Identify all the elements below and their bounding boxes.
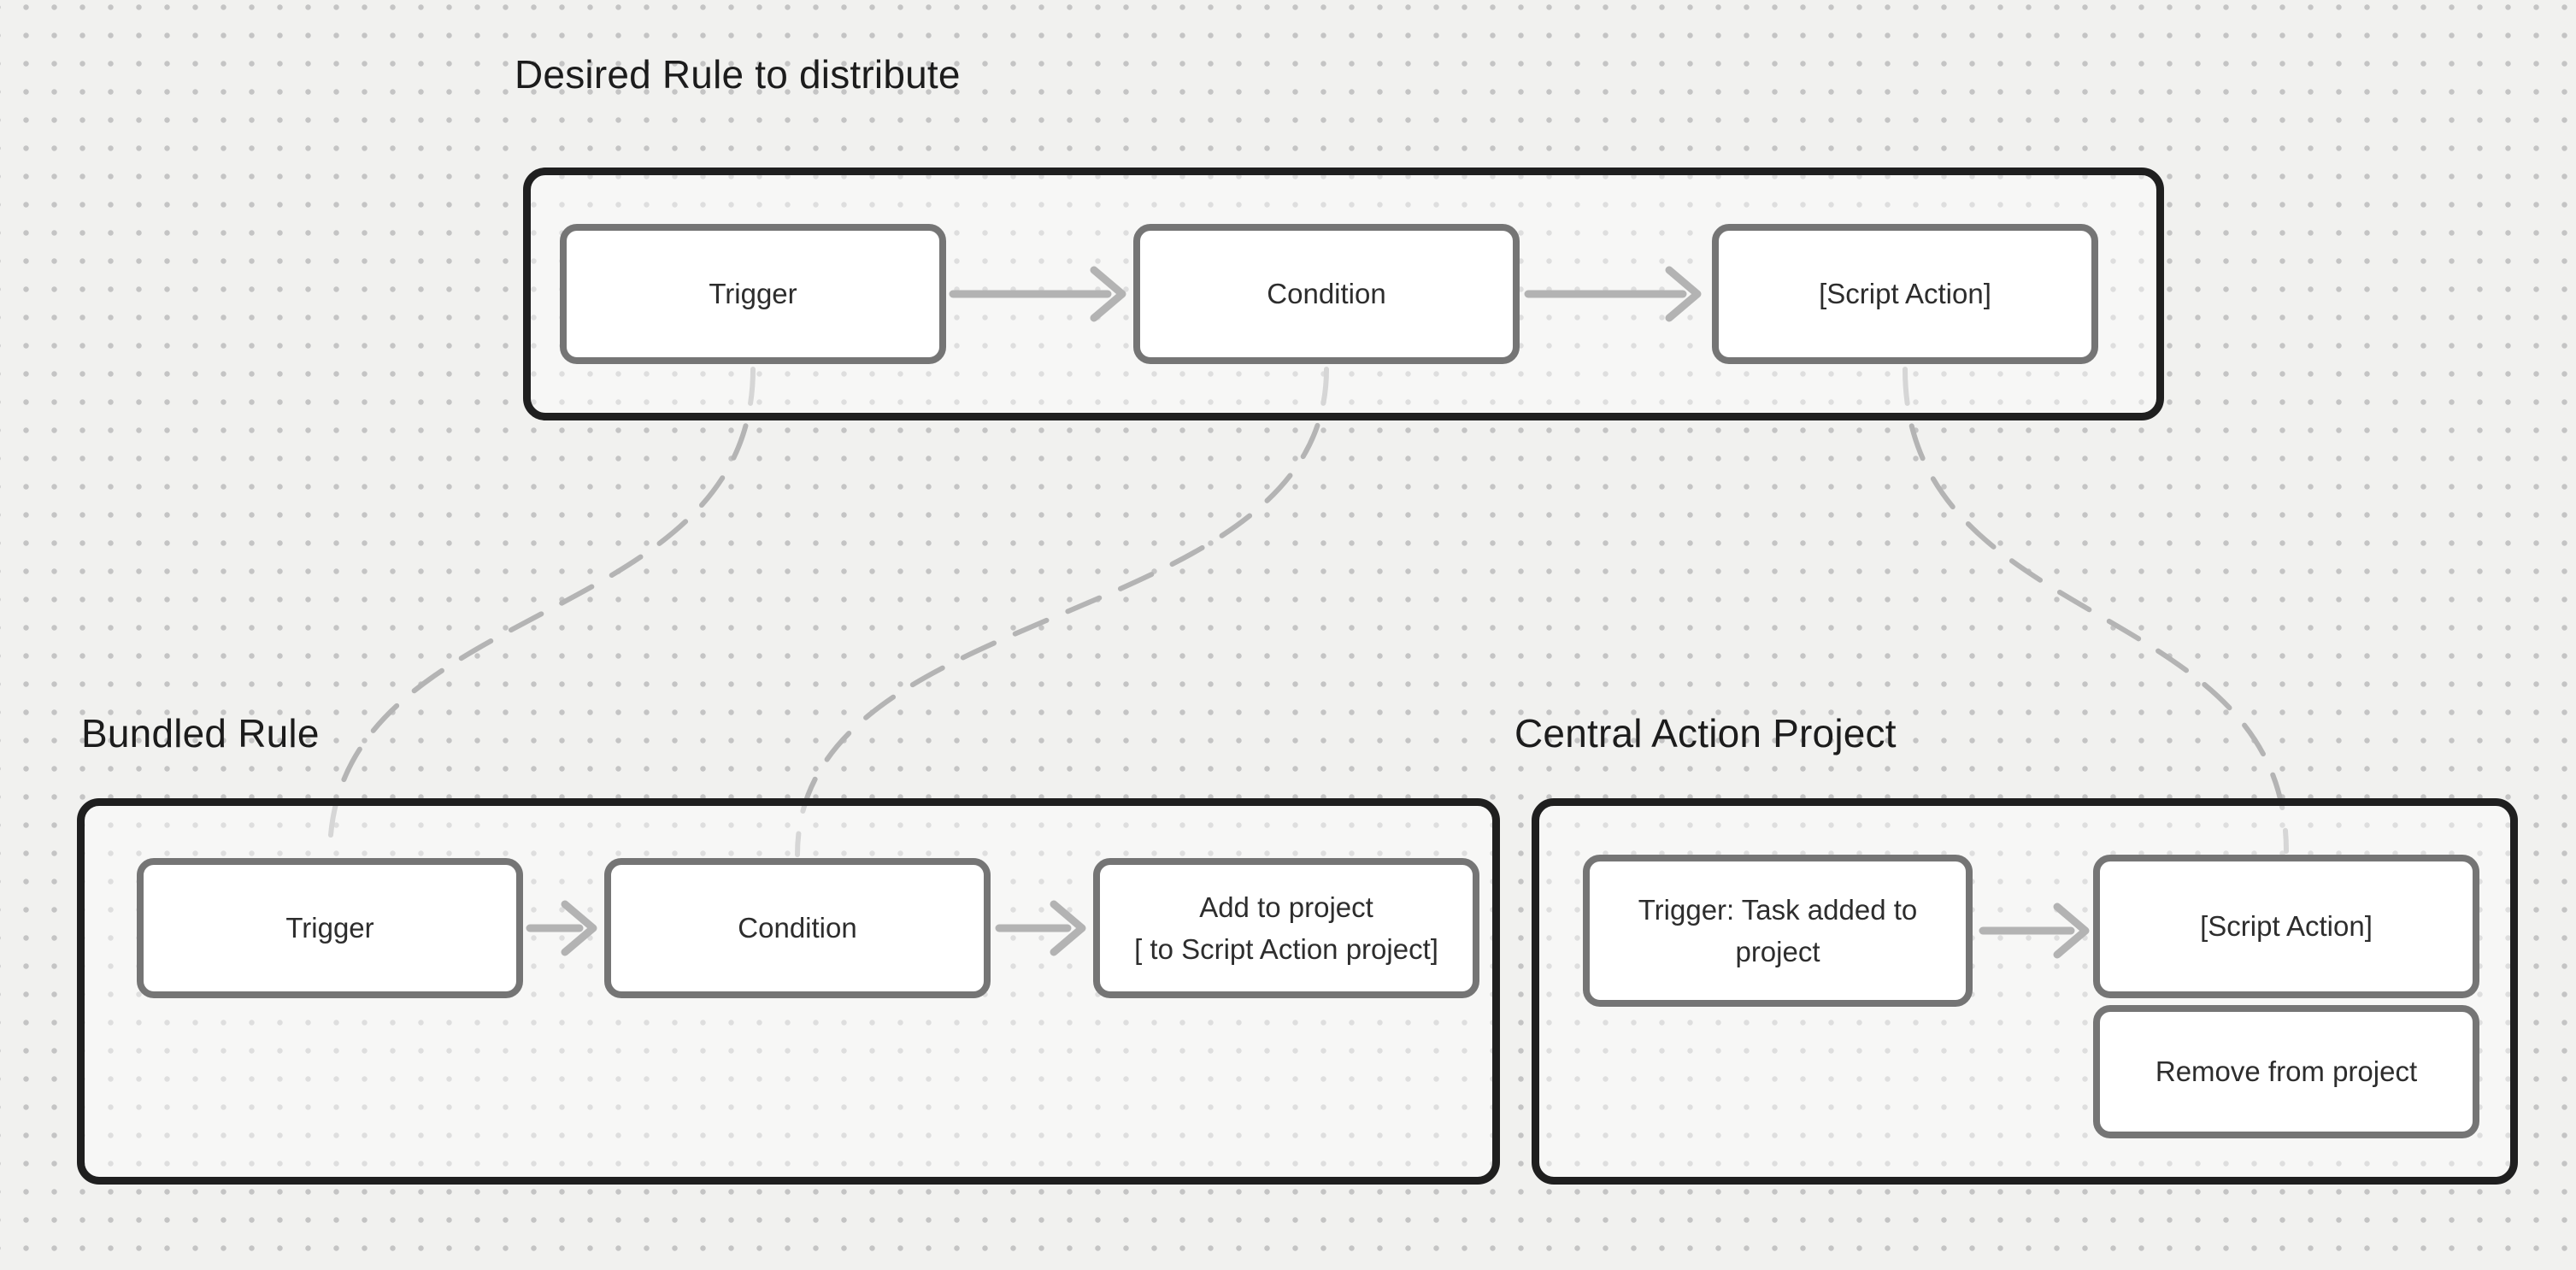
node-label: Trigger bbox=[285, 912, 374, 944]
node-bundled-trigger[interactable]: Trigger bbox=[137, 858, 523, 998]
dashed-connector-condition bbox=[795, 367, 1329, 857]
node-label: Condition bbox=[1267, 278, 1386, 310]
node-label: Remove from project bbox=[2155, 1055, 2418, 1088]
node-label: [Script Action] bbox=[1819, 278, 1991, 310]
node-bundled-add-to-project[interactable]: Add to project [ to Script Action projec… bbox=[1093, 858, 1479, 998]
section-title-bundled-rule: Bundled Rule bbox=[81, 711, 320, 756]
node-label-line: Add to project bbox=[1199, 891, 1373, 923]
node-label: [Script Action] bbox=[2200, 910, 2373, 943]
section-title-desired-rule: Desired Rule to distribute bbox=[515, 52, 961, 97]
node-label-line: project bbox=[1735, 936, 1820, 967]
node-label: Trigger bbox=[709, 278, 797, 310]
node-bundled-condition[interactable]: Condition bbox=[604, 858, 991, 998]
node-desired-trigger[interactable]: Trigger bbox=[560, 224, 946, 364]
node-label-line: [ to Script Action project] bbox=[1134, 933, 1438, 965]
node-central-trigger-task-added[interactable]: Trigger: Task added to project bbox=[1583, 855, 1973, 1007]
node-desired-condition[interactable]: Condition bbox=[1133, 224, 1520, 364]
node-central-remove-from-project[interactable]: Remove from project bbox=[2093, 1005, 2479, 1138]
dashed-connector-trigger bbox=[327, 367, 756, 857]
node-label: Condition bbox=[738, 912, 857, 944]
node-desired-script-action[interactable]: [Script Action] bbox=[1712, 224, 2098, 364]
node-label-line: Trigger: Task added to bbox=[1638, 893, 1918, 926]
node-central-script-action[interactable]: [Script Action] bbox=[2093, 855, 2479, 998]
dashed-connector-script-action bbox=[1903, 367, 2289, 854]
section-title-central-action-project: Central Action Project bbox=[1514, 711, 1897, 756]
